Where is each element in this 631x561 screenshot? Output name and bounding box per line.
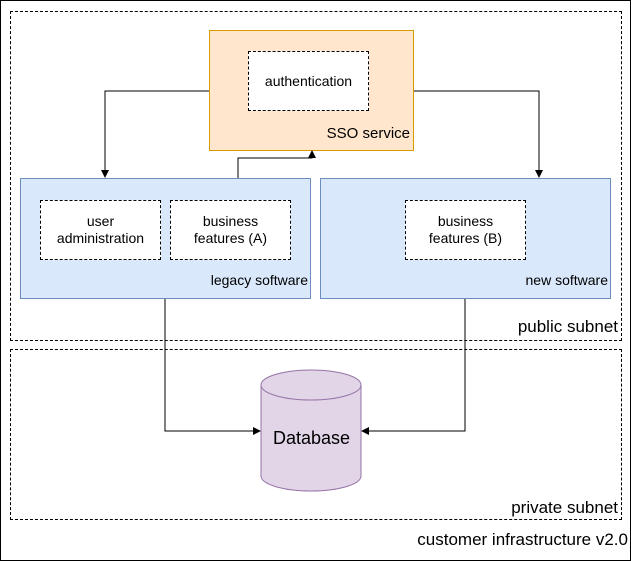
authentication-box: authentication (248, 51, 369, 111)
user-administration-label: user administration (56, 213, 145, 246)
business-features-a-label: business features (A) (193, 213, 268, 246)
private-subnet (10, 349, 622, 520)
arrow-sso-to-new-software (414, 90, 543, 178)
arrow-legacy-to-sso (237, 150, 316, 178)
sso-service-label: SSO service (326, 125, 410, 142)
public-subnet-label: public subnet (517, 317, 618, 336)
business-features-b-label: business features (B) (428, 213, 503, 246)
user-administration-box: user administration (40, 200, 161, 260)
customer-infrastructure-label: customer infrastructure v2.0 (417, 530, 628, 549)
new-software-label: new software (525, 272, 608, 288)
legacy-software-label: legacy software (210, 272, 308, 288)
public-subnet (10, 11, 622, 341)
arrow-legacy-to-database (164, 299, 261, 435)
business-features-b-box: business features (B) (405, 200, 526, 260)
private-subnet-label: private subnet (511, 498, 618, 517)
database-label: Database (272, 428, 351, 448)
authentication-label: authentication (264, 72, 353, 89)
database-cylinder (260, 369, 362, 492)
arrow-sso-to-legacy (101, 90, 209, 178)
business-features-a-box: business features (A) (170, 200, 291, 260)
arrow-new-software-to-database (361, 299, 466, 435)
